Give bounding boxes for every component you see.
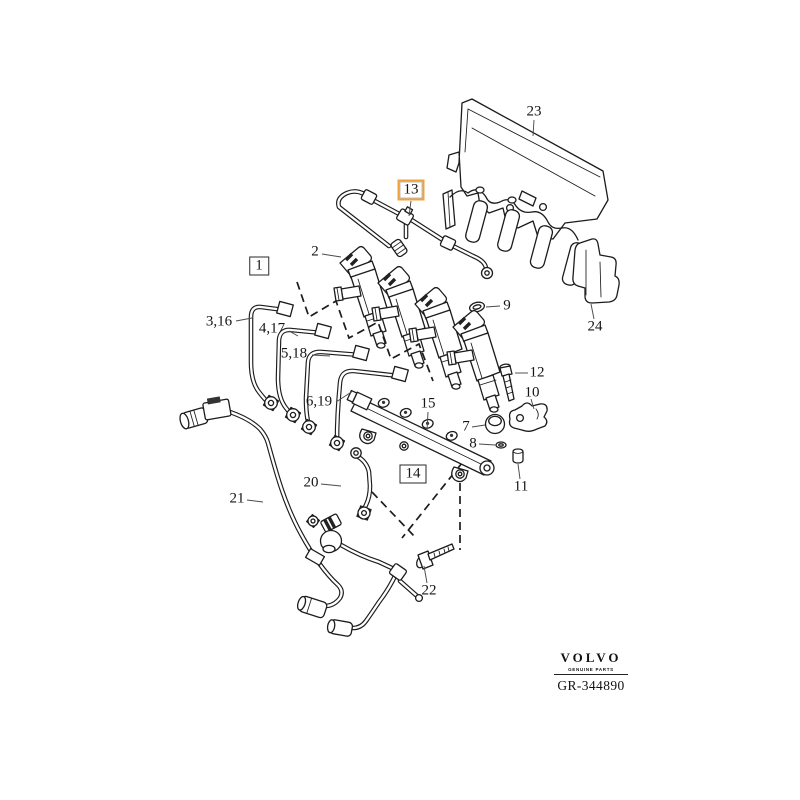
- leader-line-8: [478, 443, 496, 446]
- injector-3: [407, 285, 464, 391]
- part-label-13[interactable]: 13: [397, 179, 425, 201]
- injector-2: [370, 264, 427, 370]
- fuel-pipe-3-16: [251, 300, 294, 412]
- pipe-21-valve: [306, 513, 343, 554]
- part-label-2[interactable]: 2: [311, 243, 319, 260]
- part-label-20[interactable]: 20: [303, 474, 319, 491]
- part-label-23[interactable]: 23: [526, 103, 542, 120]
- leader-line-4-17: [288, 330, 299, 337]
- drawing-reference: GR-344890: [557, 678, 625, 693]
- clamp-part-10: [508, 402, 548, 432]
- part-label-7[interactable]: 7: [462, 418, 470, 435]
- brand-divider: [554, 674, 628, 675]
- fuel-pipe-6-19: [328, 365, 409, 452]
- volvo-logo: VOLVO: [560, 650, 622, 665]
- leader-line-21: [246, 499, 264, 503]
- part-label-6-19[interactable]: 6,19: [305, 393, 333, 410]
- part-label-14[interactable]: 14: [399, 464, 427, 484]
- leader-line-13: [408, 200, 412, 217]
- leader-line-7: [471, 424, 486, 428]
- injector-4: [445, 308, 502, 414]
- injector-1: [332, 244, 389, 350]
- leader-line-5-18: [311, 354, 331, 357]
- part-label-21[interactable]: 21: [229, 490, 245, 507]
- leader-line-22: [423, 565, 428, 584]
- part-label-22[interactable]: 22: [421, 582, 437, 599]
- fuel-rail-part-15: [346, 389, 495, 483]
- bushing-part-7: [484, 413, 506, 435]
- leader-line-10: [530, 398, 535, 410]
- pipe-21-connector: [179, 407, 209, 430]
- assembly-guide-lines: [296, 281, 471, 550]
- leader-line-3-16: [235, 317, 253, 322]
- fuel-pipe-4-17: [278, 322, 332, 424]
- oring-part-9: [468, 301, 486, 313]
- nut-part-11: [512, 448, 524, 464]
- bolt-part-12: [499, 363, 515, 402]
- bolt-part-22: [416, 543, 455, 570]
- part-label-12[interactable]: 12: [529, 364, 545, 381]
- leader-line-20: [320, 483, 342, 487]
- leader-line-9: [485, 305, 501, 308]
- part-label-11[interactable]: 11: [513, 478, 529, 495]
- part-label-24[interactable]: 24: [587, 318, 603, 335]
- return-pipe-part-20: [350, 447, 371, 521]
- leader-lines: [235, 119, 595, 584]
- part-label-15[interactable]: 15: [420, 395, 436, 412]
- part-label-9[interactable]: 9: [503, 297, 511, 314]
- supply-pipe-part-21: [179, 396, 424, 637]
- leader-line-15: [426, 411, 429, 431]
- part-label-5-18[interactable]: 5,18: [280, 345, 308, 362]
- part-label-4-17[interactable]: 4,17: [258, 320, 286, 337]
- engine-cover-part: [446, 98, 609, 240]
- brand-block: VOLVO GENUINE PARTS GR-344890: [549, 650, 633, 694]
- part-label-10[interactable]: 10: [524, 384, 540, 401]
- leader-line-24: [590, 303, 595, 320]
- bracket-part-24: [572, 238, 620, 304]
- washer-part-8: [495, 441, 507, 449]
- part-label-1[interactable]: 1: [249, 256, 269, 276]
- part-label-8[interactable]: 8: [469, 435, 477, 452]
- fuel-pipe-5-18: [300, 344, 370, 436]
- leader-line-6-19: [335, 390, 354, 403]
- leader-line-11: [517, 463, 521, 480]
- leader-line-2: [321, 253, 342, 258]
- genuine-parts-text: GENUINE PARTS: [568, 667, 614, 672]
- part-label-3-16[interactable]: 3,16: [205, 313, 233, 330]
- leader-line-23: [532, 119, 535, 137]
